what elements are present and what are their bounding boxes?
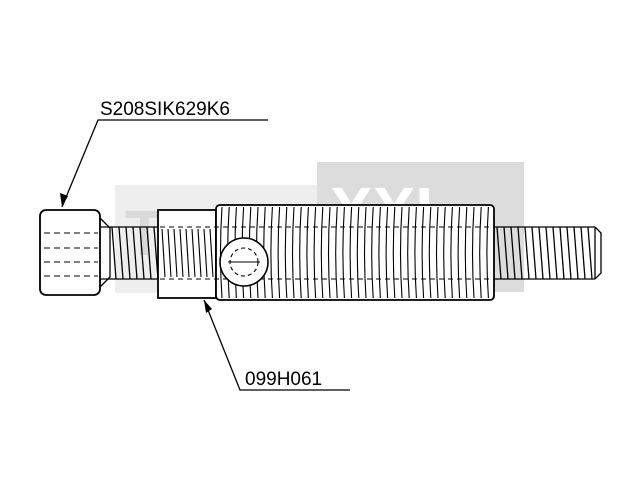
thread-line	[428, 206, 432, 299]
thread-line	[356, 206, 360, 299]
thread-line	[552, 226, 558, 280]
thread-line	[118, 226, 124, 280]
thread-line	[320, 206, 324, 299]
thread-line	[385, 206, 389, 299]
thread-line	[203, 228, 208, 278]
screw-head	[39, 209, 111, 296]
thread-line	[179, 228, 184, 278]
thread-line	[270, 206, 273, 299]
thread-line	[414, 206, 417, 299]
thread-line	[111, 226, 117, 280]
thread-line	[524, 226, 530, 280]
thread-line	[450, 206, 453, 299]
thread-line	[435, 206, 439, 299]
thread-line	[496, 226, 502, 280]
thread-line	[291, 206, 295, 299]
thread-line	[538, 226, 544, 280]
sleeve-inner-hidden-lines	[160, 226, 492, 280]
thread-line	[503, 226, 509, 280]
sleeve-leader-arrow	[204, 300, 212, 313]
thread-line	[580, 226, 586, 280]
thread-line	[545, 226, 551, 280]
thread-line	[559, 226, 565, 280]
sleeve-part-number-label: 099H061	[245, 369, 322, 390]
thread-line	[517, 226, 523, 280]
thread-line	[443, 206, 446, 299]
thread-line	[587, 226, 593, 280]
thread-line	[399, 206, 403, 299]
screw-leader-arrow	[60, 193, 68, 207]
thread-line	[327, 206, 331, 299]
thread-line	[125, 226, 131, 280]
thread-line	[197, 228, 202, 278]
thread-line	[191, 228, 196, 278]
thread-line	[371, 206, 374, 299]
screw-leader-line	[61, 119, 268, 208]
thread-line	[173, 228, 178, 278]
thread-line	[146, 226, 152, 280]
thread-line	[464, 206, 468, 299]
thread-line	[407, 206, 410, 299]
thread-line	[363, 206, 367, 299]
thread-line	[392, 206, 396, 299]
thread-line	[531, 226, 537, 280]
thread-line	[349, 206, 353, 299]
screw-part-number-label: S208SIK629K6	[100, 99, 230, 120]
thread-line	[219, 206, 223, 299]
sleeve-leader-line	[203, 299, 350, 391]
thread-line	[313, 206, 317, 299]
screw-callout: S208SIK629K6	[60, 99, 268, 208]
thread-line	[132, 226, 138, 280]
thread-line	[479, 206, 482, 299]
thread-line	[566, 226, 572, 280]
thread-line	[335, 206, 338, 299]
thread-line	[342, 206, 345, 299]
thread-line	[378, 206, 381, 299]
thread-line	[421, 206, 425, 299]
thread-line	[277, 206, 281, 299]
thread-line	[510, 226, 516, 280]
sleeve-callout: 099H061	[203, 299, 350, 391]
thread-line	[306, 206, 309, 299]
thread-line	[471, 206, 475, 299]
thread-line	[573, 226, 579, 280]
thread-line	[185, 228, 190, 278]
thread-line	[299, 206, 302, 299]
thread-line	[161, 228, 166, 278]
thread-line	[209, 228, 214, 278]
thread-line	[284, 206, 288, 299]
thread-line	[486, 206, 489, 299]
threaded-sleeve	[157, 204, 495, 301]
thread-line	[139, 226, 145, 280]
thread-line	[167, 228, 172, 278]
thread-line	[457, 206, 461, 299]
